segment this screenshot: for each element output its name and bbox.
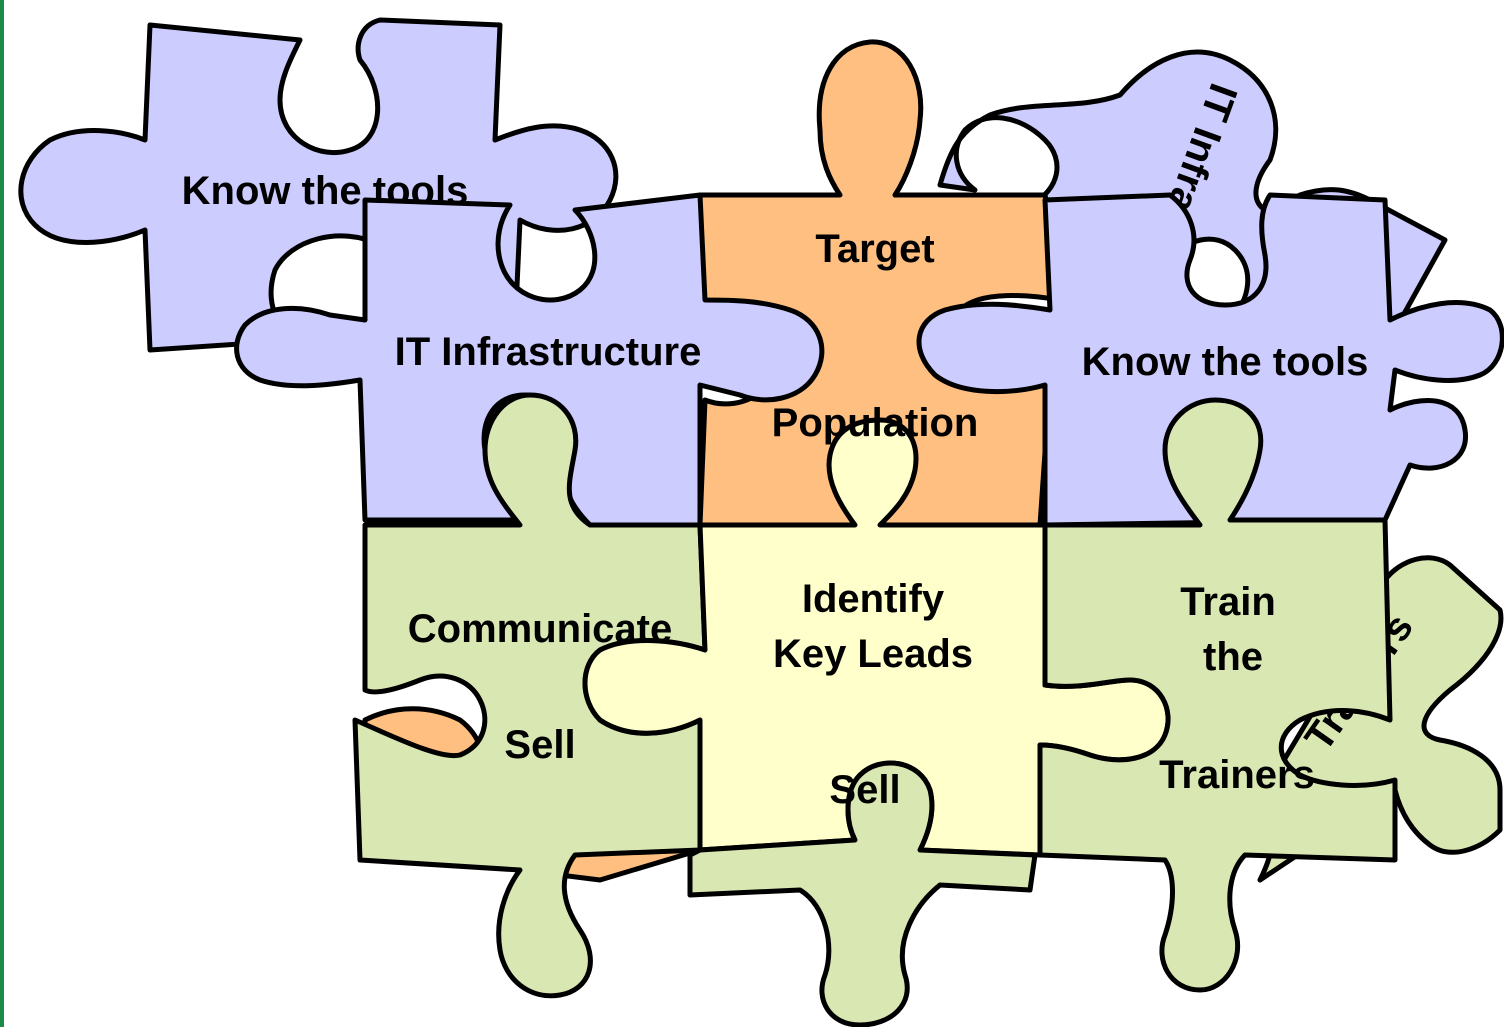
label-trainers: Trainers bbox=[1159, 753, 1315, 797]
label-it-infrastructure: IT Infrastructure bbox=[395, 330, 702, 374]
label-target: Target bbox=[815, 227, 934, 271]
piece-communicate-sell bbox=[352, 392, 708, 999]
label-train: Train bbox=[1180, 580, 1276, 624]
piece-sell-bottom bbox=[687, 760, 1038, 1027]
frame-left-edge bbox=[0, 0, 4, 1027]
label-know-tools-right: Know the tools bbox=[1082, 340, 1369, 384]
label-sell-bottom: Sell bbox=[829, 768, 900, 812]
label-sell-left: Sell bbox=[504, 723, 575, 767]
label-key-leads: Key Leads bbox=[773, 632, 973, 676]
piece-know-tools-right bbox=[916, 192, 1504, 528]
piece-train-trainers bbox=[1037, 397, 1398, 993]
label-the: the bbox=[1203, 635, 1263, 679]
label-identify: Identify bbox=[802, 577, 945, 621]
label-population: Population bbox=[772, 401, 979, 445]
